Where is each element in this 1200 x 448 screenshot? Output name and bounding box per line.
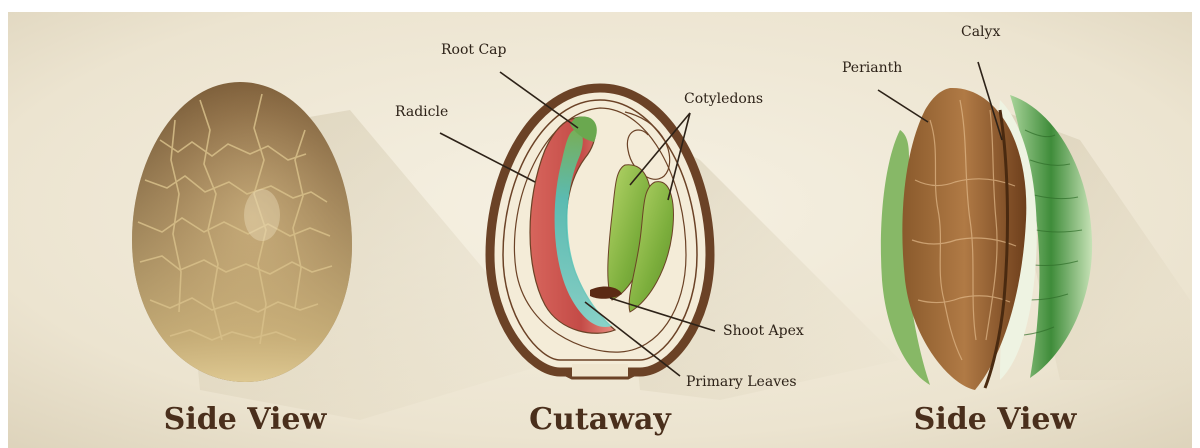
label-primary-leaves: Primary Leaves xyxy=(686,374,797,390)
label-perianth: Perianth xyxy=(842,60,902,76)
label-root-cap: Root Cap xyxy=(441,42,507,58)
label-cotyledons: Cotyledons xyxy=(684,91,763,107)
label-shoot-apex: Shoot Apex xyxy=(723,323,804,339)
cutaway-seed-illustration xyxy=(490,88,710,380)
caption-side-view-left: Side View xyxy=(130,398,360,442)
caption-side-view-right: Side View xyxy=(880,398,1110,442)
caption-cutaway: Cutaway xyxy=(490,398,710,442)
label-calyx: Calyx xyxy=(961,24,1000,40)
label-radicle: Radicle xyxy=(395,104,448,120)
